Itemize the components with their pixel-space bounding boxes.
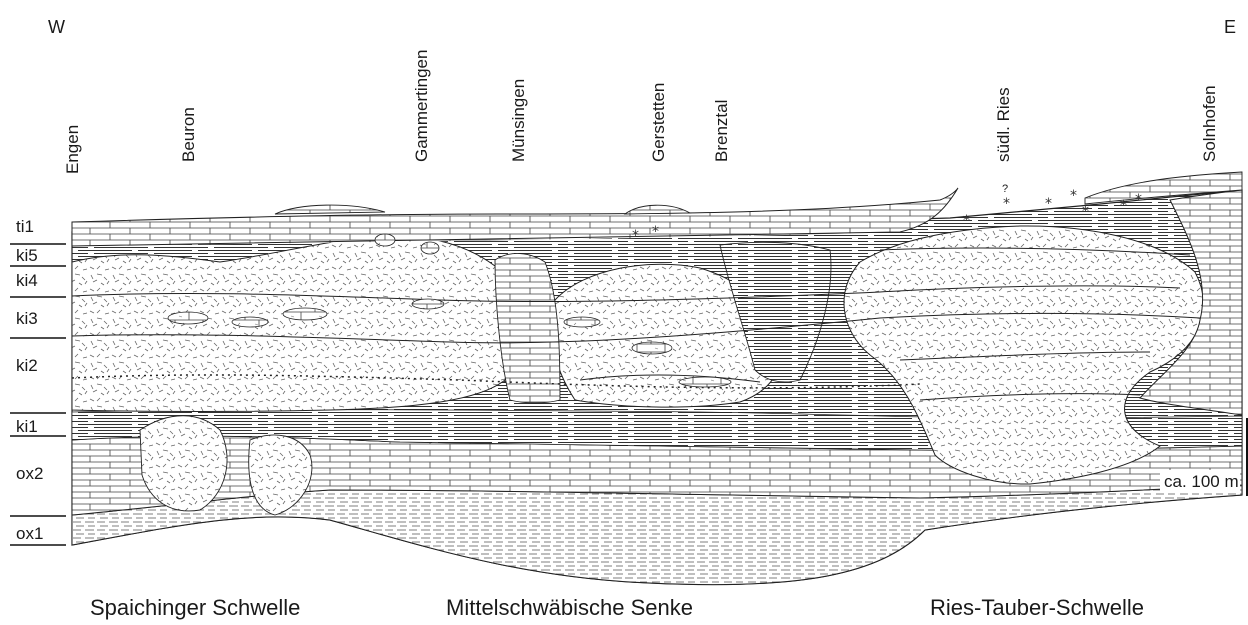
svg-text:*: * [1120, 198, 1127, 214]
svg-text:*: * [632, 228, 639, 244]
unit-label: ki3 [16, 309, 38, 328]
cap-gammertingen [275, 205, 385, 214]
direction-east: E [1224, 17, 1236, 37]
svg-text:*: * [963, 213, 970, 229]
region-label: Mittelschwäbische Senke [446, 595, 693, 620]
question-mark: ? [1002, 183, 1008, 195]
region-label: Spaichinger Schwelle [90, 595, 300, 620]
locality-label: Brenztal [712, 100, 731, 162]
unit-label: ox1 [16, 524, 43, 543]
locality-labels: Engen Beuron Gammertingen Münsingen Gers… [63, 50, 1219, 174]
svg-text:*: * [1003, 196, 1010, 212]
locality-label: Solnhofen [1200, 85, 1219, 162]
svg-text:*: * [1135, 192, 1142, 208]
unit-ox1-marl [72, 485, 1242, 585]
region-labels: Spaichinger Schwelle Mittelschwäbische S… [90, 595, 1144, 620]
locality-label: Münsingen [509, 79, 528, 162]
scale-label: ca. 100 m [1164, 472, 1239, 491]
locality-label: Beuron [179, 107, 198, 162]
unit-label: ki5 [16, 246, 38, 265]
unit-label: ti1 [16, 217, 34, 236]
unit-label: ki4 [16, 271, 38, 290]
region-label: Ries-Tauber-Schwelle [930, 595, 1144, 620]
locality-label: Engen [63, 125, 82, 174]
unit-label: ox2 [16, 464, 43, 483]
unit-label: ki2 [16, 356, 38, 375]
locality-label: südl. Ries [994, 87, 1013, 162]
cap-gerstetten [625, 205, 690, 214]
locality-label: Gammertingen [412, 50, 431, 162]
unit-label: ki1 [16, 417, 38, 436]
spaichinger-reef [72, 236, 514, 412]
svg-text:*: * [1045, 196, 1052, 212]
direction-west: W [48, 17, 65, 37]
locality-label: Gerstetten [649, 83, 668, 162]
svg-text:*: * [652, 224, 659, 240]
svg-text:*: * [1070, 188, 1077, 204]
svg-text:*: * [1082, 204, 1089, 220]
